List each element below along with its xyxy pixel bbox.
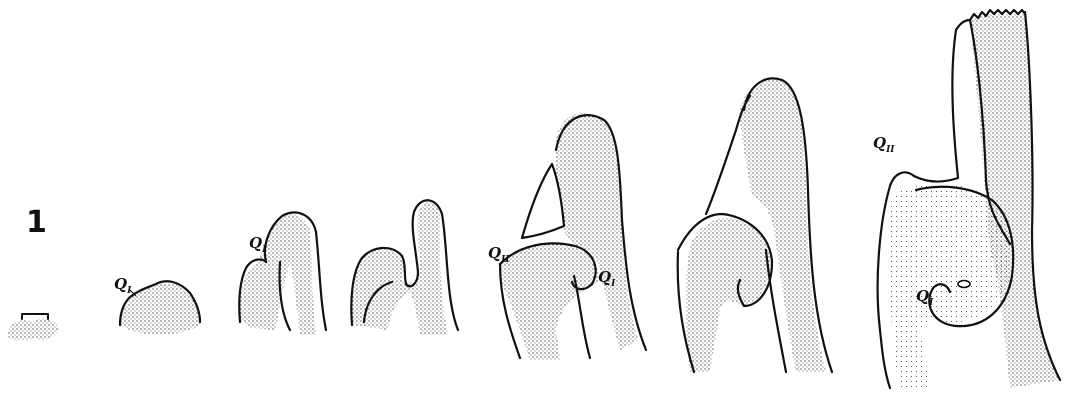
label-q2-stage5: QII (488, 244, 510, 265)
stage-1 (8, 314, 58, 341)
label-q1-stage2: QI (114, 275, 136, 296)
stage-5: QII QI (488, 113, 646, 360)
svg-text:QI: QI (249, 234, 267, 255)
figure-number: 1 (26, 205, 47, 240)
stage-7: QII QI (873, 10, 1060, 390)
stage-6 (678, 78, 832, 372)
label-q2-stage7: QII (873, 134, 895, 155)
svg-text:QII: QII (488, 244, 510, 265)
stage-3: QI (239, 213, 326, 335)
label-q1-stage3: QI (249, 234, 267, 255)
stage-2: QI (114, 275, 201, 335)
stage-4 (351, 200, 458, 335)
svg-text:QI: QI (114, 275, 132, 296)
svg-text:QII: QII (873, 134, 895, 155)
